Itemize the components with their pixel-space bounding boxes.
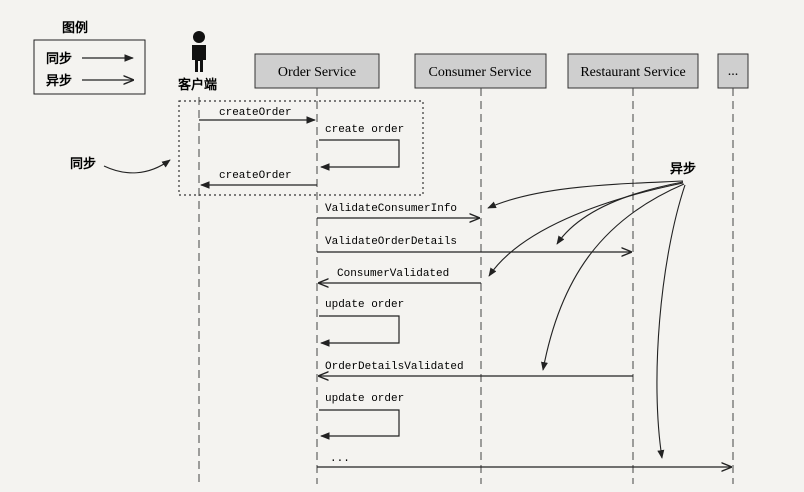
update-order-2-arrow: [319, 409, 400, 440]
consumer-service-label: Consumer Service: [428, 65, 531, 80]
more-services-label: ...: [728, 64, 739, 79]
order-service-box: [254, 53, 380, 89]
update-order-1-arrow: [319, 315, 400, 347]
async-annotation-label: 异步: [670, 161, 696, 177]
legend-box: [33, 39, 146, 95]
validate-order-details-label: ValidateOrderDetails: [325, 236, 457, 248]
order-details-validated-label: OrderDetailsValidated: [325, 361, 464, 373]
create-order-self-label: create order: [325, 124, 404, 136]
consumer-validated-label: ConsumerValidated: [337, 268, 449, 280]
update-order-2-label: update order: [325, 393, 404, 405]
create-order-response-label: createOrder: [219, 170, 292, 182]
create-order-request-label: createOrder: [219, 107, 292, 119]
async-pointer-validate-order: [556, 181, 684, 245]
async-pointer-consumer-validated: [488, 182, 684, 277]
legend-title: 图例: [62, 20, 88, 36]
create-order-self-arrow: [319, 139, 400, 171]
ellipsis-message-label: ...: [330, 453, 350, 465]
restaurant-service-label: Restaurant Service: [580, 65, 685, 80]
client-label: 客户端: [178, 77, 217, 93]
client-actor: 客户端: [178, 31, 217, 93]
validate-consumer-info-label: ValidateConsumerInfo: [325, 203, 457, 215]
order-service-label: Order Service: [278, 65, 356, 80]
async-annotation-pointers: [487, 180, 686, 459]
async-pointer-order-details-validated: [541, 183, 685, 371]
update-order-1-label: update order: [325, 299, 404, 311]
legend-async-label: 异步: [46, 73, 72, 89]
sync-region: [178, 100, 424, 196]
restaurant-service-box: [567, 53, 699, 89]
more-services-box: [717, 53, 749, 89]
legend: 图例 同步 异步: [33, 20, 146, 95]
legend-sync-label: 同步: [46, 51, 72, 67]
consumer-service-box: [414, 53, 547, 89]
person-icon: [192, 45, 206, 72]
async-pointer-ellipsis: [656, 184, 686, 459]
async-pointer-validate-consumer: [487, 180, 684, 209]
person-icon-head: [193, 31, 205, 43]
sync-annotation-pointer: [103, 159, 171, 174]
sync-annotation-label: 同步: [70, 156, 96, 172]
